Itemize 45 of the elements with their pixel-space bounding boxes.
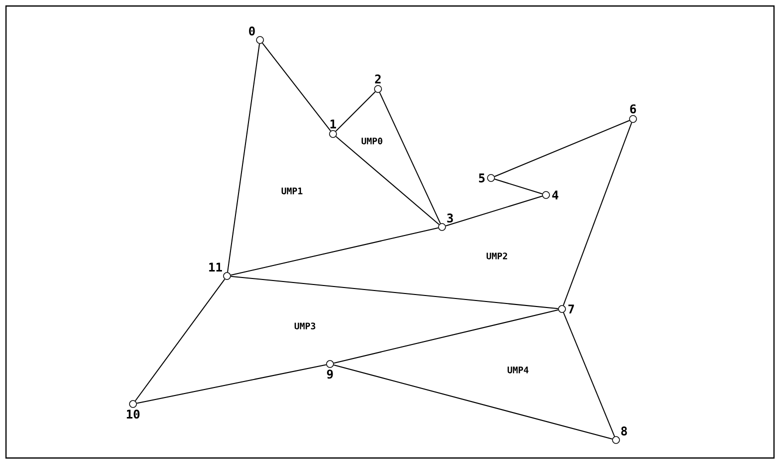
edge-line — [333, 364, 613, 440]
edge-line — [230, 276, 559, 310]
vertex: 6 — [629, 104, 637, 123]
edge-line — [230, 227, 439, 276]
edge-line — [134, 278, 226, 402]
region-label: UMP3 — [294, 322, 316, 330]
vertex: 5 — [479, 174, 495, 182]
node-label: 6 — [630, 104, 636, 114]
edge-line — [333, 309, 559, 364]
node-label: 0 — [249, 26, 255, 36]
node-label: 8 — [621, 426, 627, 436]
edge-line — [562, 122, 632, 306]
edge-line — [563, 312, 616, 437]
vertex: 10 — [126, 400, 140, 419]
vertex: 11 — [209, 262, 231, 280]
edge-line — [136, 364, 327, 404]
edge-line — [445, 196, 543, 226]
region-label: UMP1 — [282, 188, 302, 194]
vertex: 2 — [374, 74, 382, 93]
edge-line — [379, 92, 441, 224]
vertex: 8 — [612, 426, 627, 444]
node-label: 1 — [330, 120, 336, 128]
edge-line — [335, 136, 440, 225]
edge-line — [227, 43, 260, 273]
edge-line — [262, 42, 332, 132]
region-label: UMP0 — [362, 138, 382, 144]
vertex: 1 — [329, 120, 337, 138]
node-label: 4 — [552, 190, 558, 200]
vertex: 0 — [249, 26, 264, 44]
vertex: 9 — [326, 360, 334, 379]
edge-line — [494, 120, 630, 177]
vertex: 4 — [542, 190, 558, 200]
edge-line — [494, 178, 543, 194]
edge-line — [335, 91, 376, 132]
region-label: UMP4 — [508, 366, 528, 374]
node-label: 7 — [568, 304, 574, 314]
node-label: 11 — [209, 262, 222, 272]
node-label: 3 — [447, 213, 453, 223]
node-label: 10 — [126, 410, 140, 419]
vertex: 3 — [438, 213, 453, 231]
region-label: UMP2 — [486, 252, 508, 260]
vertex: 7 — [558, 304, 574, 314]
node-label: 9 — [327, 370, 333, 379]
node-label: 2 — [375, 74, 381, 84]
node-label: 5 — [479, 174, 485, 182]
